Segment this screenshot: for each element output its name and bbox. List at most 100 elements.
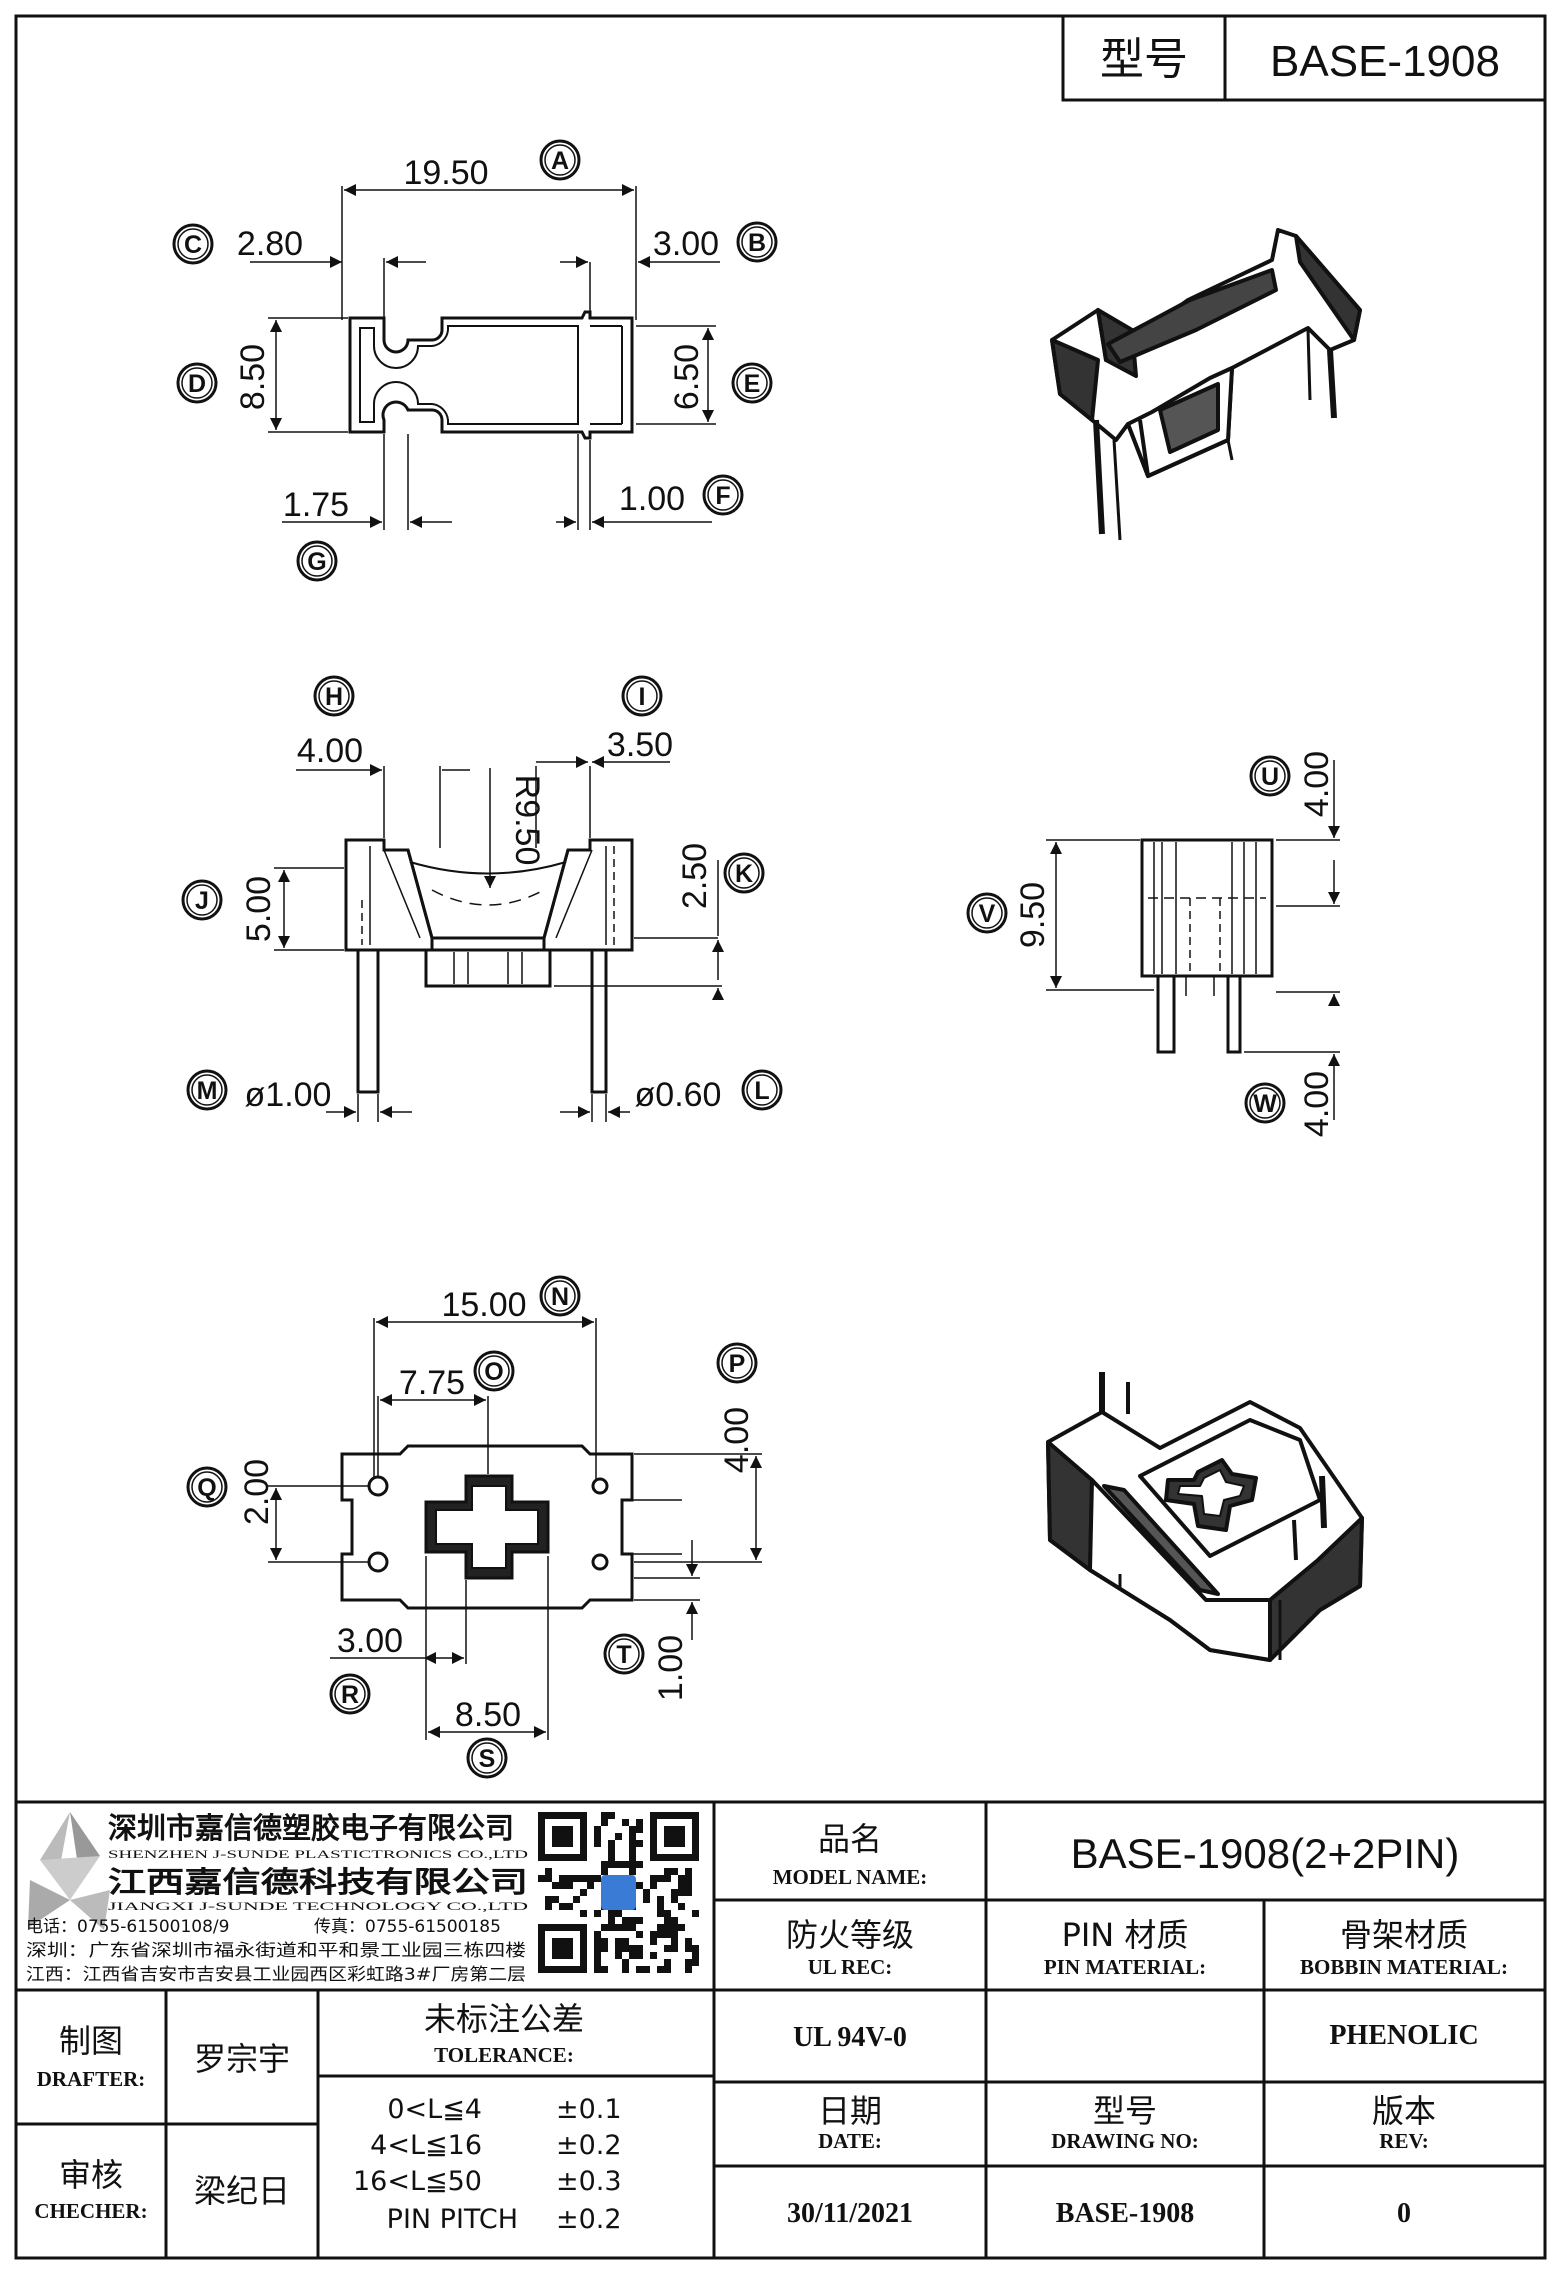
dim-o: 7.75 [399, 1364, 465, 1402]
checker-value: 梁纪日 [194, 2172, 290, 2210]
dim-r-front: R9.50 [508, 775, 546, 866]
company-addr-jx: 江西：江西省吉安市吉安县工业园西区彩虹路3#厂房第二层 [26, 1965, 526, 1985]
checker-label-cn: 审核 [59, 2156, 123, 2194]
drawing-label-en: DRAWING NO: [1051, 2129, 1199, 2153]
dim-a: 19.50 [403, 154, 488, 192]
dim-c: 2.80 [237, 225, 303, 263]
svg-text:A: A [551, 147, 569, 175]
svg-text:O: O [484, 1358, 503, 1386]
side-view [1140, 838, 1274, 1054]
title-block-frame [16, 1800, 1545, 2258]
header-model: BASE-1908 [1270, 37, 1500, 86]
svg-text:L: L [754, 1077, 769, 1105]
dim-u: 4.00 [1298, 751, 1336, 817]
bobbin-label-cn: 骨架材质 [1340, 1916, 1468, 1954]
date-value: 30/11/2021 [787, 2198, 913, 2229]
rev-value: 0 [1397, 2198, 1411, 2229]
marker-w: W [1244, 1082, 1286, 1124]
svg-text:W: W [1253, 1090, 1277, 1118]
header-label: 型号 [1100, 34, 1188, 85]
marker-c: C [172, 223, 214, 265]
tolerance-range: 16<L≦50 [353, 2166, 482, 2197]
dim-p: 4.00 [718, 1407, 756, 1473]
company-tel: 电话：0755-61500108/9 [26, 1917, 229, 1937]
dim-k: 2.50 [676, 843, 714, 909]
rev-label-cn: 版本 [1372, 2092, 1436, 2130]
drafter-label-cn: 制图 [59, 2022, 123, 2060]
marker-b: B [736, 221, 778, 263]
svg-text:F: F [715, 482, 730, 510]
tolerance-value: ±0.3 [556, 2166, 622, 2197]
dim-s: 8.50 [455, 1696, 521, 1734]
svg-text:V: V [979, 900, 996, 928]
drawing-value: BASE-1908 [1056, 2198, 1194, 2229]
bottom-view [340, 1444, 682, 1610]
model-name-label-en: MODEL NAME: [773, 1865, 928, 1889]
date-label-cn: 日期 [818, 2092, 882, 2130]
header-box: 型号 BASE-1908 [1061, 14, 1547, 102]
tolerance-value: ±0.1 [556, 2094, 622, 2125]
svg-text:T: T [616, 1641, 631, 1669]
ul-label-cn: 防火等级 [786, 1916, 914, 1954]
isometric-top-icon [1050, 228, 1362, 541]
pin-label-cn: PIN 材质 [1062, 1916, 1189, 1954]
tolerance-range: PIN PITCH [387, 2204, 518, 2235]
marker-e: E [731, 362, 773, 404]
marker-l: L [741, 1069, 783, 1111]
company-addr-sz: 深圳：广东省深圳市福永街道和平和景工业园三栋四楼 [26, 1941, 526, 1961]
svg-text:E: E [744, 370, 761, 398]
bobbin-label-en: BOBBIN MATERIAL: [1300, 1955, 1508, 1979]
isometric-bottom-icon [1046, 1372, 1364, 1662]
marker-j: J [181, 879, 223, 921]
bottom-view-dims [268, 1316, 762, 1740]
tolerance-range: 0<L≦4 [387, 2094, 482, 2125]
drawing-label-cn: 型号 [1093, 2092, 1157, 2130]
bobbin-value: PHENOLIC [1329, 2020, 1478, 2051]
svg-text:G: G [307, 548, 326, 576]
tolerance-value: ±0.2 [556, 2130, 622, 2161]
svg-text:Q: Q [197, 1474, 216, 1502]
ul-label-en: UL REC: [808, 1955, 893, 1979]
marker-n: N [539, 1275, 581, 1317]
tolerance-table: 0<L≦4 ±0.1 4<L≦16 ±0.2 16<L≦50 ±0.3 PIN … [353, 2094, 622, 2235]
dim-r-bottom: 3.00 [337, 1622, 403, 1660]
front-view [344, 838, 634, 1094]
marker-v: V [966, 892, 1008, 934]
marker-k: K [723, 852, 765, 894]
dim-e: 6.50 [668, 344, 706, 410]
tolerance-label-en: TOLERANCE: [434, 2043, 574, 2067]
dim-h: 4.00 [297, 732, 363, 770]
dim-f: 1.00 [619, 480, 685, 518]
dim-v: 9.50 [1014, 882, 1052, 948]
marker-g: G [296, 540, 338, 582]
top-view-dims [250, 184, 720, 530]
qr-code-icon [538, 1812, 699, 1973]
date-label-en: DATE: [818, 2129, 882, 2153]
company-name-jx: 江西嘉信德科技有限公司 [108, 1865, 528, 1899]
dim-d: 8.50 [234, 344, 272, 410]
svg-text:R: R [341, 1681, 359, 1709]
dim-l: ø0.60 [635, 1076, 722, 1114]
drafter-value: 罗宗宇 [194, 2040, 290, 2078]
tolerance-value: ±0.2 [556, 2204, 622, 2235]
model-name-label-cn: 品名 [818, 1820, 882, 1858]
checker-label-en: CHECHER: [34, 2199, 147, 2223]
drafter-label-en: DRAFTER: [37, 2067, 146, 2091]
dim-j: 5.00 [240, 876, 278, 942]
marker-o: O [473, 1350, 515, 1392]
tolerance-range: 4<L≦16 [370, 2130, 482, 2161]
marker-q: Q [186, 1466, 228, 1508]
marker-h: H [313, 675, 355, 717]
top-view [348, 310, 634, 440]
svg-text:U: U [1261, 763, 1279, 791]
dim-m: ø1.00 [245, 1076, 332, 1114]
dim-q: 2.00 [238, 1459, 276, 1525]
svg-text:J: J [195, 887, 209, 915]
marker-u: U [1249, 755, 1291, 797]
svg-text:M: M [197, 1077, 218, 1105]
marker-a: A [539, 139, 581, 181]
front-view-dims [274, 756, 724, 1122]
side-view-dims [1046, 760, 1340, 1120]
